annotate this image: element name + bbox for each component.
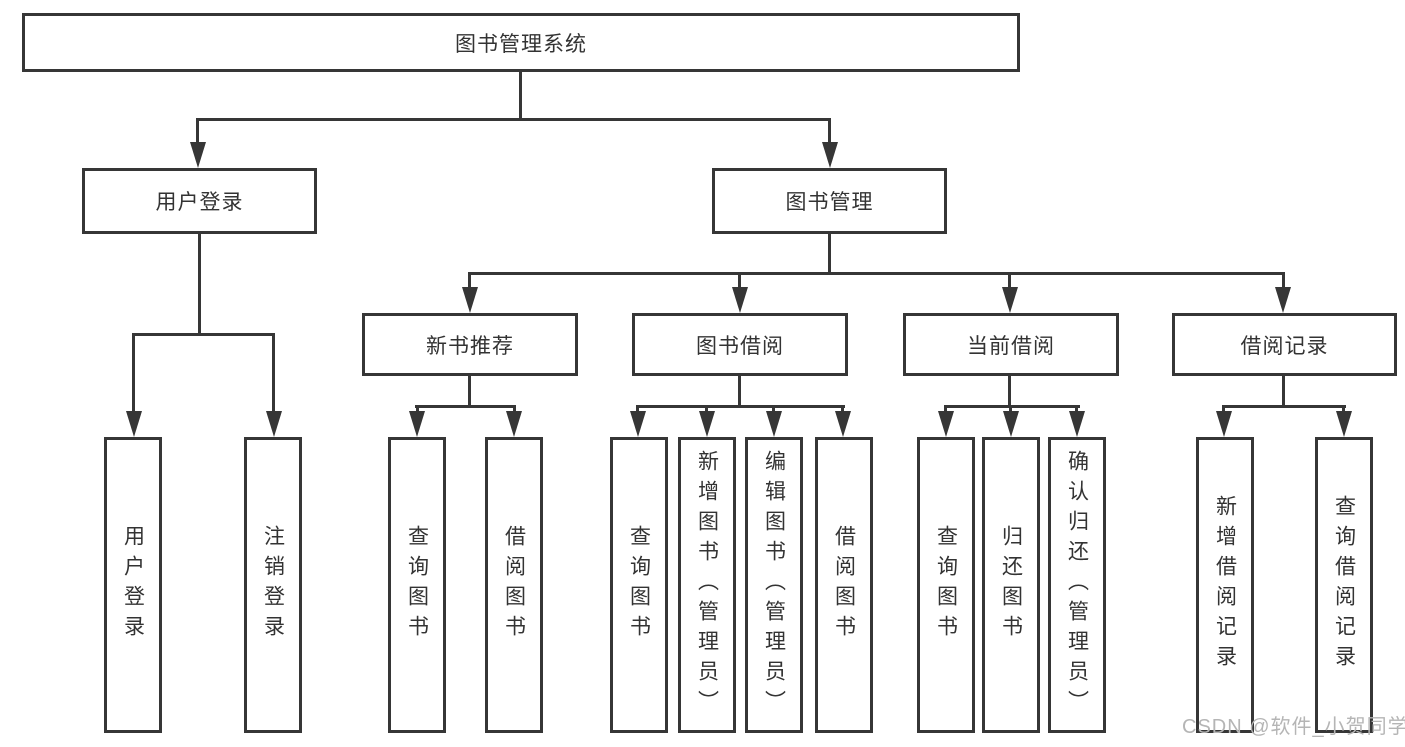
arrow-down-icon [1069,411,1085,437]
connector-line [468,272,1285,275]
node-user-login: 用户登录 [82,168,317,234]
arrow-down-icon [835,411,851,437]
connector-line [636,405,845,408]
connector-line [196,118,831,121]
arrow-down-icon [630,411,646,437]
leaf-label: 新增图书（管理员） [695,450,719,720]
connector-line [132,333,135,413]
arrow-down-icon [126,411,142,437]
leaf-node-user-login: 用户登录 [104,437,162,733]
root-node-label: 图书管理系统 [455,32,587,56]
connector-line [772,405,775,414]
node-label: 图书管理 [785,191,874,214]
arrow-down-icon [938,411,954,437]
connector-line [705,405,708,414]
arrow-down-icon [190,142,206,168]
connector-line [1075,405,1078,414]
leaf-label: 查询图书 [405,525,429,645]
arrow-down-icon [462,287,478,313]
leaf-label: 编辑图书（管理员） [762,450,786,720]
node-label: 用户登录 [155,191,244,214]
arrow-down-icon [1002,287,1018,313]
connector-line [738,272,741,289]
leaf-node-query-books-current: 查询图书 [917,437,975,733]
connector-line [841,405,844,414]
node-current-borrow: 当前借阅 [903,313,1119,376]
connector-line [132,333,275,336]
leaf-node-edit-books-admin: 编辑图书（管理员） [745,437,803,733]
arrow-down-icon [1003,411,1019,437]
connector-line [198,234,201,335]
arrow-down-icon [766,411,782,437]
arrow-down-icon [266,411,282,437]
arrow-down-icon [1336,411,1352,437]
leaf-node-query-books-recommend: 查询图书 [388,437,446,733]
connector-line [196,118,199,144]
connector-line [1009,405,1012,414]
node-label: 当前借阅 [967,334,1055,358]
arrow-down-icon [699,411,715,437]
arrow-down-icon [1275,287,1291,313]
arrow-down-icon [732,287,748,313]
csdn-watermark: CSDN @软件_小贺同学 [1182,716,1405,738]
connector-line [1008,272,1011,289]
leaf-node-query-borrow-record: 查询借阅记录 [1315,437,1373,733]
leaf-label: 归还图书 [999,525,1023,645]
arrow-down-icon [1216,411,1232,437]
node-label: 图书借阅 [696,334,784,358]
connector-line [272,333,275,413]
node-label: 借阅记录 [1240,334,1329,358]
connector-line [513,405,516,414]
leaf-label: 查询图书 [934,525,958,645]
connector-line [416,405,419,414]
leaf-label: 借阅图书 [832,525,856,645]
connector-line [828,234,831,275]
leaf-label: 确认归还（管理员） [1065,450,1089,720]
leaf-label: 新增借阅记录 [1213,495,1237,675]
connector-line [1342,405,1345,414]
leaf-node-query-books-borrow: 查询图书 [610,437,668,733]
node-borrow-records: 借阅记录 [1172,313,1397,376]
connector-line [468,376,471,407]
connector-line [828,118,831,144]
connector-line [1222,405,1225,414]
leaf-node-borrow-books: 借阅图书 [815,437,873,733]
leaf-node-add-borrow-record: 新增借阅记录 [1196,437,1254,733]
leaf-label: 用户登录 [121,525,145,645]
connector-line [415,405,516,408]
connector-line [468,272,471,289]
leaf-label: 注销登录 [261,525,285,645]
connector-line [1282,375,1285,407]
node-book-borrow: 图书借阅 [632,313,848,376]
leaf-label: 借阅图书 [502,525,526,645]
node-label: 新书推荐 [426,334,514,358]
connector-line [1008,376,1011,407]
connector-line [1222,405,1346,408]
connector-line [1282,272,1285,289]
leaf-label: 查询图书 [627,525,651,645]
connector-line [944,405,1080,408]
arrow-down-icon [822,142,838,168]
leaf-node-confirm-return-admin: 确认归还（管理员） [1048,437,1106,733]
root-node: 图书管理系统 [22,13,1020,72]
leaf-node-logout: 注销登录 [244,437,302,733]
leaf-node-add-books-admin: 新增图书（管理员） [678,437,736,733]
connector-line [636,405,639,414]
connector-line [738,376,741,407]
leaf-node-return-books: 归还图书 [982,437,1040,733]
arrow-down-icon [506,411,522,437]
connector-line [519,72,522,120]
leaf-label: 查询借阅记录 [1332,495,1356,675]
node-book-management: 图书管理 [712,168,947,234]
leaf-node-borrow-books-recommend: 借阅图书 [485,437,543,733]
node-new-book-recommend: 新书推荐 [362,313,578,376]
connector-line [944,405,947,414]
arrow-down-icon [409,411,425,437]
